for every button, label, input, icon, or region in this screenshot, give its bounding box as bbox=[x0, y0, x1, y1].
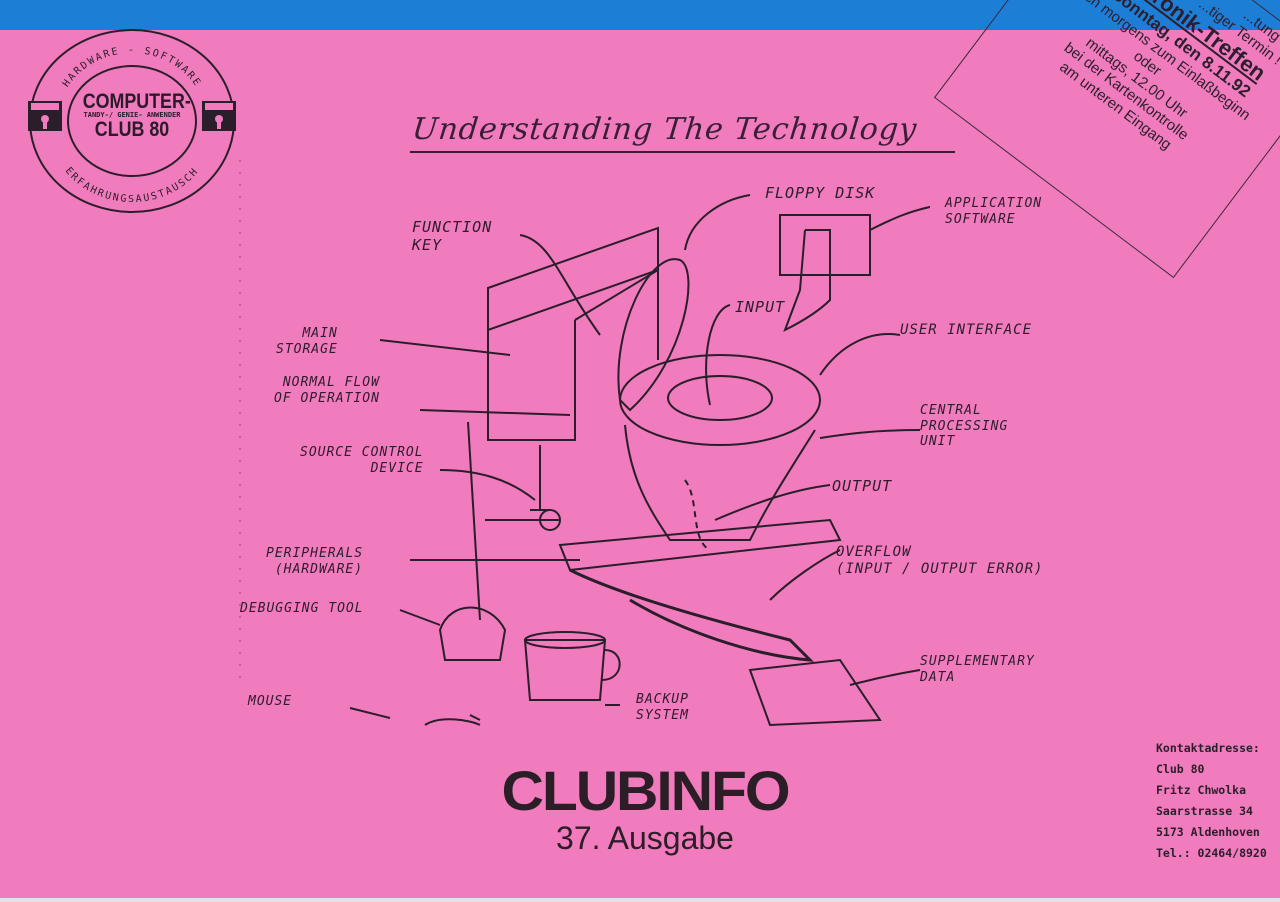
label-normal-flow: NORMAL FLOW OF OPERATION bbox=[274, 375, 380, 406]
contact-address: Kontaktadresse: Club 80 Fritz Chwolka Sa… bbox=[1156, 741, 1267, 867]
label-user-interface: USER INTERFACE bbox=[900, 322, 1033, 338]
logo-club-80: CLUB 80 bbox=[94, 118, 170, 141]
label-overflow: OVERFLOW (INPUT / OUTPUT ERROR) bbox=[836, 544, 1044, 577]
contact-line: Saarstrasse 34 bbox=[1156, 804, 1253, 818]
page-bottom-edge bbox=[0, 898, 1280, 902]
contact-line: Tel.: 02464/8920 bbox=[1156, 846, 1267, 860]
label-function-key: FUNCTION KEY bbox=[412, 218, 493, 254]
label-mouse: MOUSE bbox=[248, 694, 293, 709]
label-floppy-disk: FLOPPY DISK bbox=[765, 184, 876, 202]
label-input: INPUT bbox=[735, 298, 786, 316]
label-peripherals: PERIPHERALS (HARDWARE) bbox=[266, 546, 364, 577]
logo-rings: HARDWARE - SOFTWARE ERFAHRUNGSAUSTAUSCH bbox=[28, 29, 236, 213]
toilet-cartoon-drawing bbox=[239, 160, 930, 727]
floppy-disk-icon-left bbox=[28, 101, 62, 131]
label-debugging-tool: DEBUGGING TOOL bbox=[240, 601, 364, 616]
svg-text:ERFAHRUNGSAUSTAUSCH: ERFAHRUNGSAUSTAUSCH bbox=[63, 166, 202, 205]
issue-number: 37. Ausgabe bbox=[556, 820, 734, 856]
contact-line: Club 80 bbox=[1156, 762, 1205, 776]
label-cpu: CENTRAL PROCESSING UNIT bbox=[920, 403, 1009, 450]
top-blue-border bbox=[0, 0, 1280, 30]
computer-club-80-logo: HARDWARE - SOFTWARE ERFAHRUNGSAUSTAUSCH … bbox=[28, 28, 236, 214]
logo-computer: COMPUTER- bbox=[82, 90, 191, 113]
contact-line: Kontaktadresse: bbox=[1156, 741, 1260, 755]
floppy-disk-icon-right bbox=[202, 101, 236, 131]
contact-line: Fritz Chwolka bbox=[1156, 783, 1247, 797]
cartoon-title: Understanding The Technology bbox=[409, 112, 959, 153]
masthead-title: CLUBINFO bbox=[501, 759, 791, 822]
label-main-storage: MAIN STORAGE bbox=[276, 326, 338, 357]
label-source-control-device: SOURCE CONTROL DEVICE bbox=[300, 445, 424, 476]
logo-tandy-genie: TANDY-/ GENIE- ANWENDER bbox=[83, 111, 181, 119]
contact-line: 5173 Aldenhoven bbox=[1156, 825, 1260, 839]
svg-text:HARDWARE - SOFTWARE: HARDWARE - SOFTWARE bbox=[61, 45, 203, 89]
label-output: OUTPUT bbox=[832, 477, 893, 495]
label-application-software: APPLICATION SOFTWARE bbox=[945, 196, 1043, 227]
label-supplementary-data: SUPPLEMENTARY DATA bbox=[920, 654, 1035, 685]
event-notice-box: ...tung !! ...tiger Termin ! ...obytroni… bbox=[933, 0, 1280, 279]
label-backup-system: BACKUP SYSTEM bbox=[636, 692, 689, 723]
